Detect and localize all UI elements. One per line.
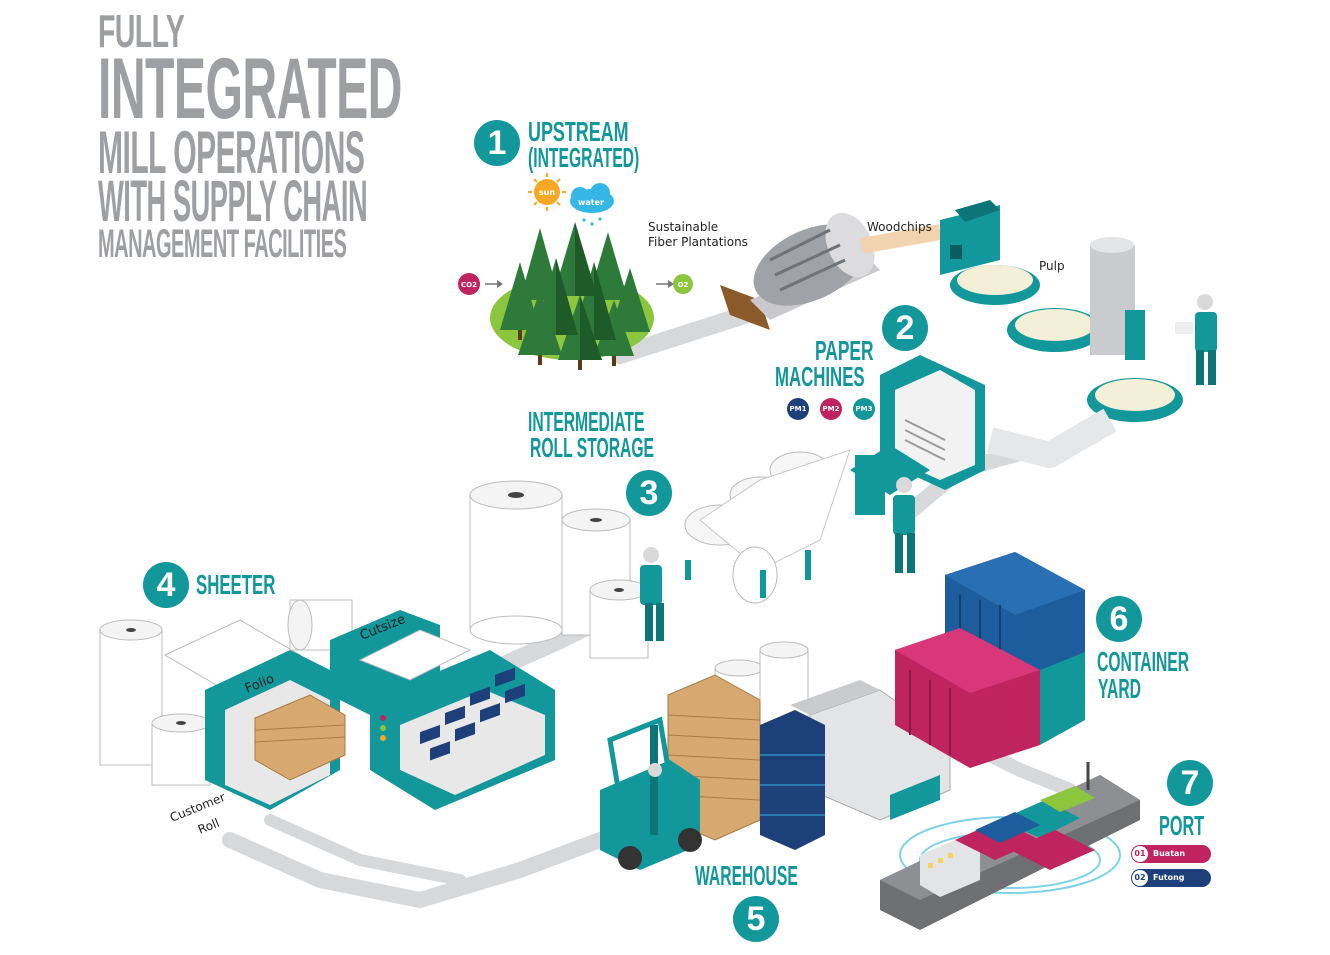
port-item-number: 02 — [1132, 870, 1148, 886]
container-yard — [895, 552, 1085, 768]
water-icon: water — [570, 183, 614, 226]
roll-storage — [469, 480, 649, 659]
pm2-badge: PM2 — [820, 398, 842, 420]
stage-4-number: 4 — [143, 562, 189, 608]
pm3-badge: PM3 — [853, 398, 875, 420]
port-item-number: 01 — [1132, 846, 1148, 862]
pm1-badge: PM1 — [787, 398, 809, 420]
sun-icon: sun — [528, 173, 566, 211]
stage-5-number: 5 — [733, 896, 779, 942]
sun-label: sun — [539, 188, 555, 197]
stage-2-label-line1: PAPER — [815, 335, 874, 366]
stage-1-label-line1: UPSTREAM — [528, 116, 629, 147]
stage-6-label-line2: YARD — [1098, 673, 1141, 704]
pulp-worker — [1175, 294, 1217, 385]
port-item-name: Buatan — [1153, 849, 1186, 858]
paper-machine — [684, 355, 985, 604]
title-line-management: MANAGEMENT FACILITIES — [98, 222, 347, 266]
stage-7-label: PORT — [1159, 810, 1205, 841]
title-line-supply-chain: WITH SUPPLY CHAIN — [98, 169, 368, 234]
title-line-fully: FULLY — [98, 5, 185, 57]
stage-7-number: 7 — [1167, 760, 1213, 806]
stage-3-label-line2: ROLL STORAGE — [530, 432, 655, 463]
woodchips-label: Woodchips — [867, 220, 932, 234]
chipper-machine — [940, 200, 1000, 275]
stage-4-label: SHEETER — [196, 569, 276, 600]
title-line-mill-operations: MILL OPERATIONS — [98, 119, 365, 186]
pulp-pipe — [986, 408, 1117, 468]
port-ship — [880, 762, 1140, 930]
stage-2-label-line2: MACHINES — [775, 361, 865, 392]
pulp-tanks — [950, 237, 1183, 422]
plantations-label-line1: Sustainable — [648, 220, 719, 234]
stage-1-number: 1 — [474, 120, 520, 166]
o2-icon: O2 — [656, 274, 693, 294]
sheeter-machines — [99, 599, 555, 810]
co2-icon: CO2 — [458, 273, 503, 295]
plantations-label-line2: Fiber Plantations — [648, 235, 748, 249]
stage-6-number: 6 — [1096, 596, 1142, 642]
paper-machine-worker — [893, 477, 915, 573]
port-item-name: Futong — [1153, 873, 1185, 882]
port-item-futong: 02 Futong — [1131, 869, 1211, 887]
o2-label: O2 — [678, 281, 689, 289]
stage-1-label-line2: (INTEGRATED) — [528, 142, 640, 173]
forklift — [600, 716, 702, 870]
customer-roll-label-line2: Roll — [196, 816, 221, 837]
title-line-integrated: INTEGRATED — [98, 41, 402, 137]
customer-roll-label-line1: Customer — [168, 790, 227, 825]
co2-label: CO2 — [461, 281, 477, 289]
forest-illustration — [490, 222, 654, 370]
stage-5-label: WAREHOUSE — [695, 860, 798, 891]
water-label: water — [578, 198, 604, 207]
stage-6-label-line1: CONTAINER — [1097, 646, 1190, 677]
stage-3-label-line1: INTERMEDIATE — [528, 406, 645, 437]
port-item-buatan: 01 Buatan — [1131, 845, 1211, 863]
pulp-label: Pulp — [1039, 259, 1065, 273]
storage-worker — [640, 547, 664, 641]
stage-2-number: 2 — [882, 305, 928, 351]
debarker-drum — [720, 212, 942, 330]
stage-3-number: 3 — [626, 470, 672, 516]
